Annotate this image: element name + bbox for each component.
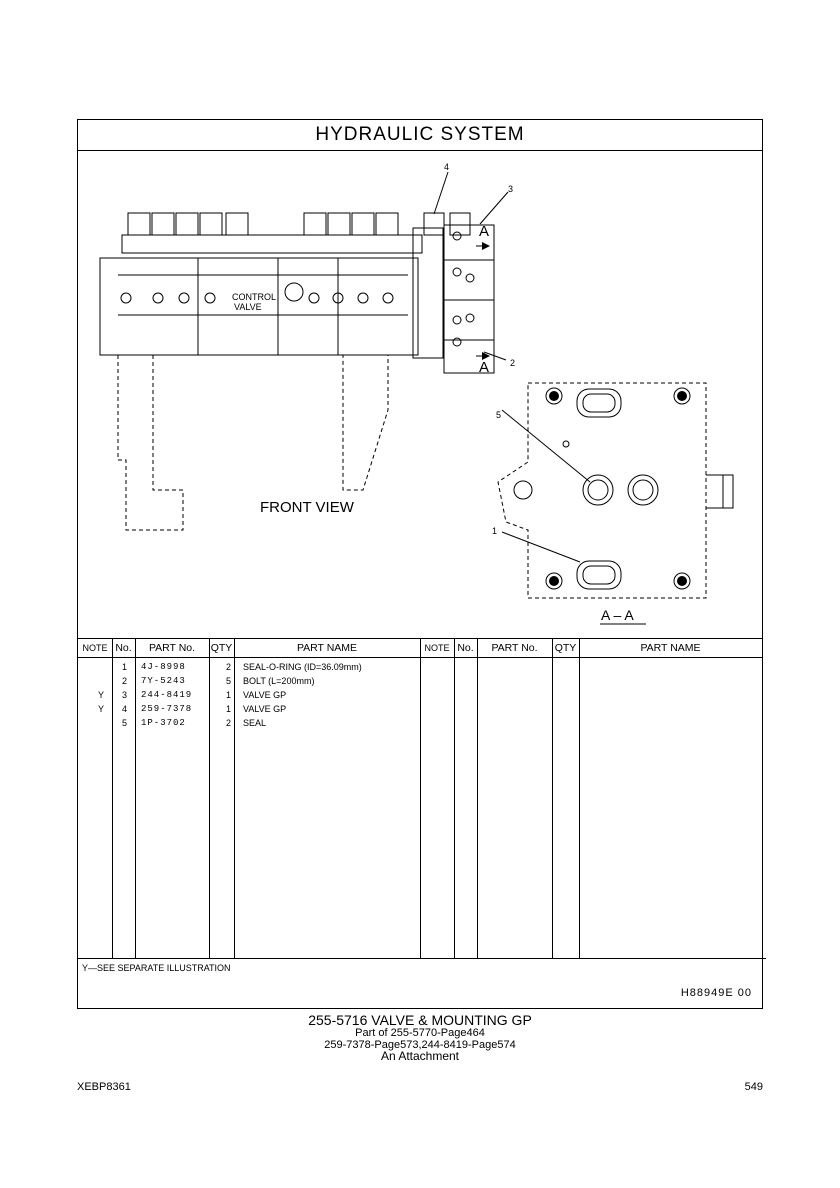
header-part-name-right: PART NAME: [579, 639, 762, 658]
footnote: Y—SEE SEPARATE ILLUSTRATION: [78, 958, 766, 977]
section-a-a-plate: [497, 382, 707, 599]
leader-3: [479, 191, 509, 225]
valve-illustration: 4 3 2 5 1 CONTROL VALVE A A A – A FRONT …: [99, 162, 734, 625]
mounting-bracket-right: [342, 354, 389, 491]
header-part-name-left: PART NAME: [234, 639, 420, 658]
row-part-no: 244-8419: [141, 690, 193, 700]
mounting-bracket-left: [117, 354, 184, 531]
section-mark-a-top: A: [479, 223, 489, 240]
solenoid-row: [121, 212, 471, 254]
parts-table: NOTE No. PART No. QTY PART NAME NOTE No.…: [78, 638, 762, 959]
front-view-label: FRONT VIEW: [260, 499, 355, 516]
row-part-no: 1P-3702: [141, 718, 186, 728]
page-number: 549: [744, 1081, 763, 1093]
header-note-left: NOTE: [78, 639, 112, 658]
row-no: 3: [122, 690, 128, 700]
section-mark-a-bottom: A: [479, 359, 489, 376]
section-label: A – A: [601, 607, 634, 623]
caption-references: 259-7378-Page573,244-8419-Page574: [324, 1039, 516, 1051]
seal-oring-bottom: [576, 560, 622, 590]
row-note: Y: [98, 690, 105, 700]
document-id: XEBP8361: [77, 1081, 131, 1093]
row-qty: 1: [226, 704, 232, 714]
caption-attachment: An Attachment: [380, 1049, 460, 1063]
leader-4: [433, 171, 449, 215]
row-qty: 2: [226, 718, 232, 728]
leader-1: [501, 531, 581, 563]
parts-sheet-frame: HYDRAULIC SYSTEM: [77, 119, 766, 1009]
row-note: Y: [98, 704, 105, 714]
header-no-right: No.: [454, 639, 477, 658]
row-part-no: 7Y-5243: [141, 676, 186, 686]
port-circles: [120, 231, 475, 347]
row-part-name: SEAL: [243, 718, 267, 728]
header-qty-left: QTY: [209, 639, 234, 658]
valve-body-left: [99, 257, 419, 356]
caption-title: 255-5716 VALVE & MOUNTING GP: [308, 1012, 532, 1028]
valve-group-3: [443, 224, 495, 374]
row-part-no: 4J-8998: [141, 662, 186, 672]
caption-part-of: Part of 255-5770-Page464: [355, 1027, 485, 1039]
drawing-code: H88949E 00: [680, 987, 752, 999]
row-part-name: SEAL-O-RING (ID=36.09mm): [243, 662, 362, 672]
control-valve-label-2: VALVE: [234, 302, 262, 312]
callout-1: 1: [492, 526, 497, 536]
callout-5: 5: [496, 410, 501, 420]
row-qty: 2: [226, 662, 232, 672]
callout-4: 4: [444, 162, 449, 172]
callout-3: 3: [508, 184, 513, 194]
leader-5: [501, 409, 591, 483]
page-title: HYDRAULIC SYSTEM: [78, 120, 762, 151]
control-valve-label-1: CONTROL: [232, 292, 276, 302]
row-part-name: VALVE GP: [243, 704, 287, 714]
seal-oring-top: [576, 388, 622, 418]
header-note-right: NOTE: [420, 639, 454, 658]
row-no: 2: [122, 676, 128, 686]
row-qty: 1: [226, 690, 232, 700]
row-part-name: BOLT (L=200mm): [243, 676, 315, 686]
header-qty-right: QTY: [552, 639, 579, 658]
row-qty: 5: [226, 676, 232, 686]
header-part-no-right: PART No.: [477, 639, 552, 658]
row-no: 5: [122, 718, 128, 728]
leader-2: [483, 351, 507, 361]
callout-2: 2: [510, 358, 515, 368]
row-part-name: VALVE GP: [243, 690, 287, 700]
row-part-no: 259-7378: [141, 704, 193, 714]
seal-ring: [582, 474, 614, 506]
row-no: 1: [122, 662, 128, 672]
row-no: 4: [122, 704, 128, 714]
header-part-no-left: PART No.: [135, 639, 209, 658]
header-no-left: No.: [112, 639, 135, 658]
exploded-drawing: 4 3 2 5 1 CONTROL VALVE A A A – A FRONT …: [78, 150, 762, 638]
